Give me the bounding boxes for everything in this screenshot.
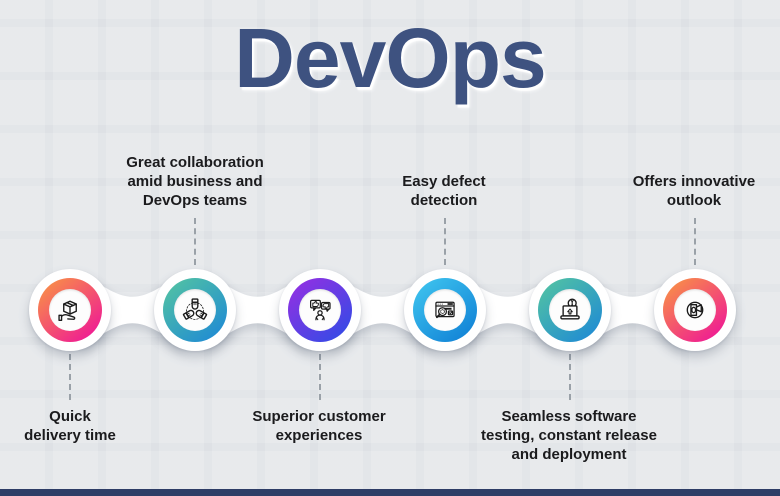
outlook-icon <box>686 301 704 319</box>
step-label-customer-experience: Superior customer experiences <box>252 408 386 444</box>
defect-search-icon <box>435 301 455 319</box>
dashed-connector <box>444 218 446 265</box>
deploy-laptop-icon <box>560 298 580 320</box>
step-node-defect-detection <box>404 269 486 351</box>
dashed-connector <box>569 354 571 400</box>
step-label-collaboration: Great collaboration amid business and De… <box>126 154 264 209</box>
gradient-ring <box>163 278 227 342</box>
gradient-ring <box>413 278 477 342</box>
package-hand-icon <box>58 300 77 321</box>
step-node-innovative-outlook <box>654 269 736 351</box>
gradient-ring <box>663 278 727 342</box>
gradient-ring <box>538 278 602 342</box>
gradient-ring <box>288 278 352 342</box>
step-node-collaboration <box>154 269 236 351</box>
footer-accent-bar <box>0 489 780 496</box>
page-title: DevOps <box>234 11 546 105</box>
step-label-release-deployment: Seamless software testing, constant rele… <box>481 408 657 463</box>
dashed-connector <box>319 354 321 400</box>
step-node-release-deployment <box>529 269 611 351</box>
step-label-quick-delivery: Quick delivery time <box>24 408 116 444</box>
hands-unity-icon <box>182 298 208 320</box>
step-label-defect-detection: Easy defect detection <box>402 173 486 209</box>
dashed-connector <box>69 354 71 400</box>
gradient-ring <box>38 278 102 342</box>
step-node-customer-experience <box>279 269 361 351</box>
dashed-connector <box>694 218 696 265</box>
step-node-quick-delivery <box>29 269 111 351</box>
customer-feedback-icon <box>310 299 331 321</box>
dashed-connector <box>194 218 196 265</box>
step-label-innovative-outlook: Offers innovative outlook <box>632 173 756 209</box>
